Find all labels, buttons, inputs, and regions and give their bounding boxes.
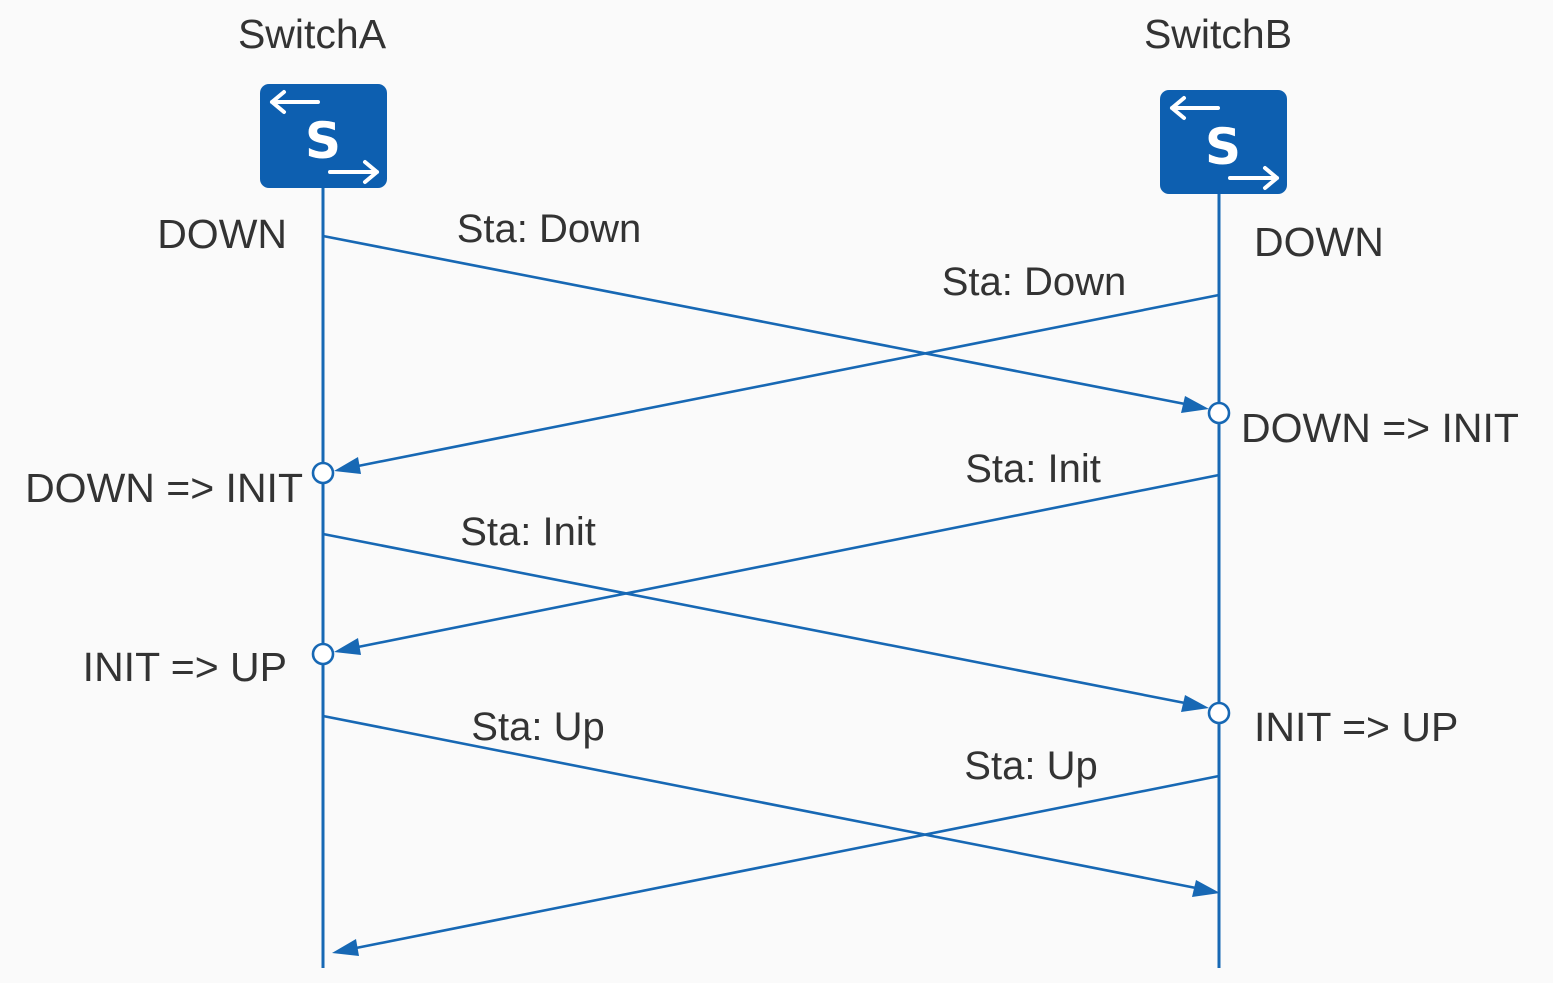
switch-b-transition-label: DOWN => INIT [1241, 405, 1519, 451]
switch-b-icon: S [1160, 90, 1287, 194]
switch-b-label: SwitchB [1144, 11, 1292, 57]
switch-b-icon-letter: S [1205, 118, 1241, 176]
switch-b-initial-state: DOWN [1254, 219, 1384, 265]
message-arrow [332, 774, 1220, 956]
switch-b-transition-label: INIT => UP [1254, 704, 1458, 750]
message-arrow [334, 473, 1220, 655]
state-change-marker [1207, 401, 1231, 425]
message-label: Sta: Down [942, 260, 1127, 304]
message-label: Sta: Init [460, 510, 596, 554]
switch-a-label: SwitchA [238, 11, 387, 57]
message-label: Sta: Up [964, 744, 1097, 788]
state-change-marker [1207, 701, 1231, 725]
switch-a-transition-label: INIT => UP [83, 644, 287, 690]
switch-a-transition-label: DOWN => INIT [25, 465, 303, 511]
message-label: Sta: Down [457, 207, 642, 251]
switch-a-initial-state: DOWN [157, 211, 287, 257]
state-change-marker [311, 461, 335, 485]
message-arrow [322, 234, 1209, 413]
message-arrow [322, 714, 1220, 897]
state-change-marker [311, 642, 335, 666]
switch-a-icon: S [260, 84, 387, 188]
message-arrow [322, 532, 1209, 712]
message-arrow [334, 293, 1220, 474]
message-label: Sta: Up [471, 705, 604, 749]
message-label: Sta: Init [965, 447, 1101, 491]
switch-a-icon-letter: S [305, 112, 341, 170]
